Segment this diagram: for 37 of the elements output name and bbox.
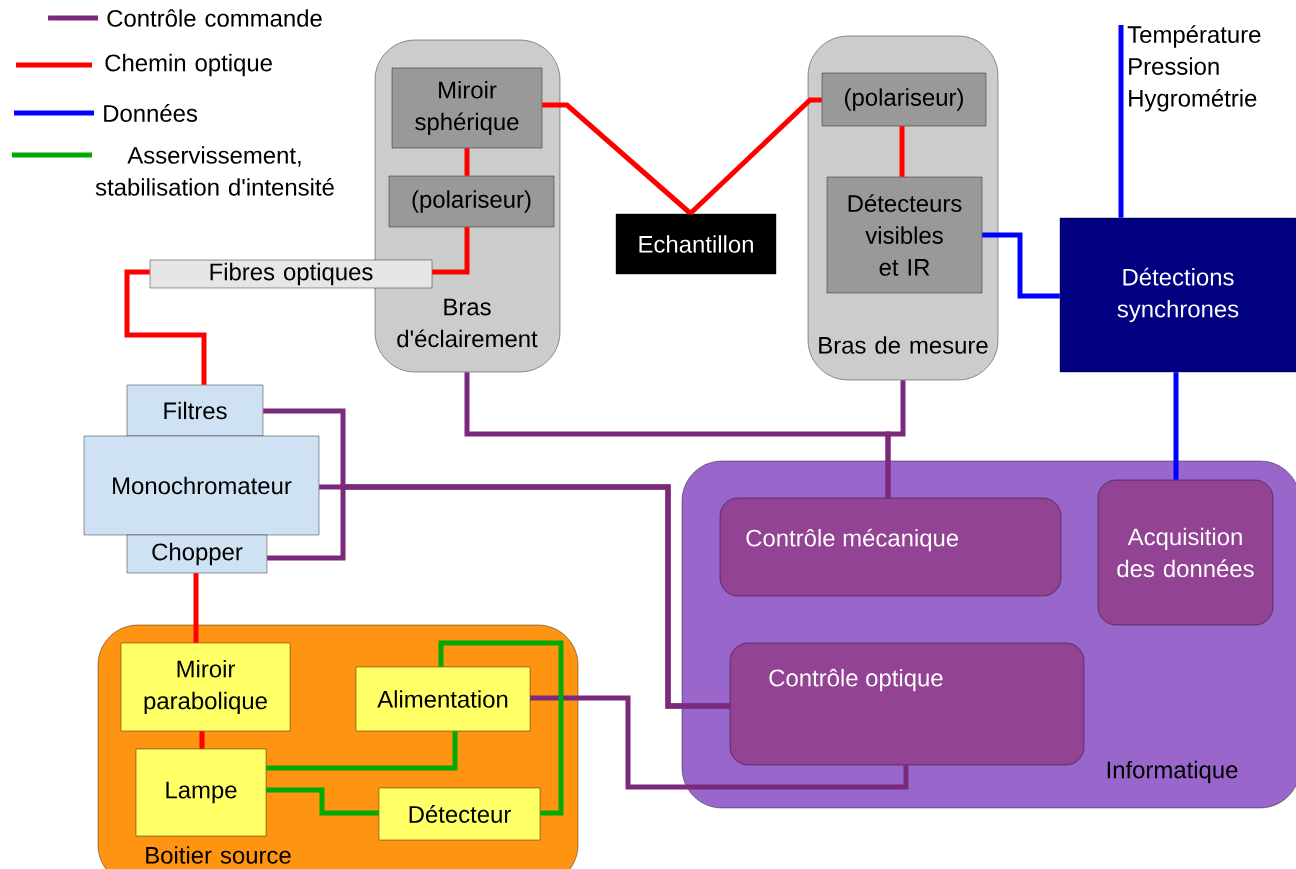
connector-line bbox=[432, 227, 470, 275]
connector-line bbox=[266, 787, 379, 816]
legend-label: Chemin optique bbox=[105, 53, 272, 77]
connector-line bbox=[438, 640, 564, 816]
connector-line bbox=[885, 380, 906, 498]
polarizer-box: (polariseur) bbox=[821, 72, 987, 127]
mirror-box: Miroir sphérique bbox=[391, 67, 543, 149]
sensor-list: Température Pression Hygrométrie bbox=[1127, 25, 1261, 112]
connector-line bbox=[464, 148, 470, 176]
acquisition-box: Acquisition des données bbox=[1097, 479, 1274, 626]
connector-line bbox=[193, 573, 199, 643]
chopper-box: Chopper bbox=[126, 534, 268, 574]
sample-box: Echantillon bbox=[615, 213, 777, 275]
lock-in-box: Détections synchrones bbox=[1059, 217, 1296, 373]
detector-box: Détecteur bbox=[378, 787, 541, 841]
connector-line bbox=[542, 102, 693, 216]
legend-label: Contrôle commande bbox=[107, 9, 322, 27]
connector-line bbox=[982, 232, 1060, 299]
legend-label: Données bbox=[104, 104, 198, 122]
connector-line bbox=[899, 126, 905, 177]
legend-label: Asservissement, stabilisation d'intensité bbox=[95, 146, 334, 196]
detector-box: Détecteurs visibles et IR bbox=[826, 176, 983, 294]
lamp-box: Lampe bbox=[135, 748, 267, 837]
power-box: Alimentation bbox=[355, 666, 531, 732]
mirror-box: Miroir parabolique bbox=[120, 642, 291, 732]
connector-line bbox=[530, 695, 909, 790]
connector-line bbox=[1118, 25, 1124, 218]
fibre-box: Fibres optiques bbox=[149, 259, 433, 289]
connector-line bbox=[199, 731, 205, 749]
connector-line bbox=[266, 731, 458, 771]
connector-line bbox=[688, 97, 822, 216]
control-box: Contrôle mécanique bbox=[719, 497, 1062, 597]
connector-line bbox=[124, 269, 207, 385]
polarizer-box: (polariseur) bbox=[388, 175, 555, 228]
control-box: Contrôle optique bbox=[729, 642, 1085, 766]
connector-line bbox=[1173, 372, 1179, 480]
filter-box: Filtres bbox=[126, 384, 264, 437]
